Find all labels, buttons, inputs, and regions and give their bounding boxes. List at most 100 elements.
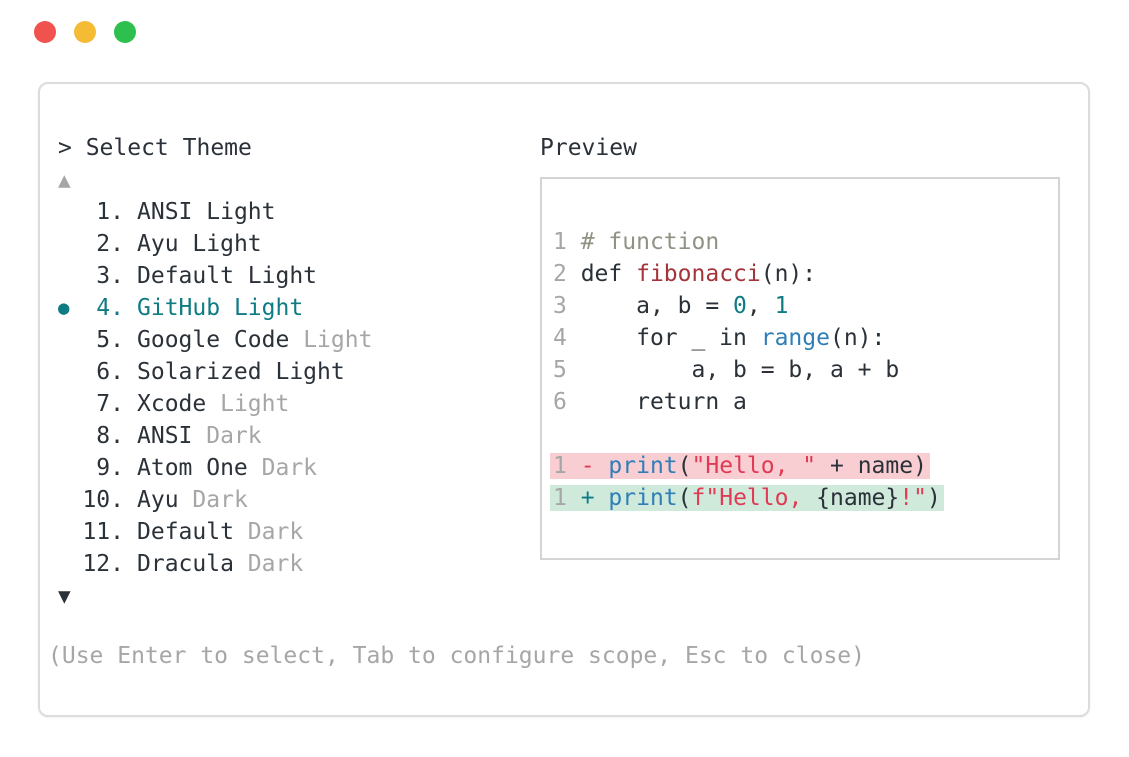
- theme-item-ayu-dark[interactable]: 10.Ayu Dark: [40, 484, 540, 516]
- selected-bullet-icon: [40, 420, 80, 452]
- theme-item-ansi-dark[interactable]: 8. ANSI Dark: [40, 420, 540, 452]
- code-line: 1 # function: [553, 226, 1058, 258]
- theme-item-ansi-light[interactable]: 1. ANSI Light: [40, 196, 540, 228]
- line-number: 4: [553, 325, 567, 351]
- scroll-up-icon[interactable]: ▲: [58, 168, 71, 192]
- item-number: 5.: [96, 327, 124, 353]
- line-number: 1: [553, 485, 567, 511]
- code-token: [567, 453, 581, 479]
- theme-item-google-code-light[interactable]: 5. Google Code Light: [40, 324, 540, 356]
- theme-item-dracula-dark[interactable]: 12. Dracula Dark: [40, 548, 540, 580]
- code-blank-line: [553, 418, 1058, 450]
- item-number: 10.: [82, 487, 124, 513]
- selected-bullet-icon: [40, 356, 80, 388]
- item-label: Dracula Dark: [137, 551, 304, 577]
- item-number: 1.: [96, 199, 124, 225]
- selected-bullet-icon: [40, 548, 80, 580]
- code-token: ): [926, 485, 941, 511]
- code-token: a, b = b, a + b: [566, 357, 900, 383]
- theme-item-github-light[interactable]: ●4.GitHub Light: [40, 292, 540, 324]
- line-number: 2: [553, 261, 567, 287]
- code-line: 2 def fibonacci(n):: [553, 258, 1058, 290]
- code-token: {name}: [816, 485, 900, 511]
- code-token: (n):: [829, 325, 886, 351]
- item-label: Atom One Dark: [137, 455, 318, 481]
- line-number: 6: [553, 389, 567, 415]
- code-token: ,: [746, 293, 775, 319]
- code-token: (: [677, 453, 692, 479]
- code-line: 3 a, b = 0, 1: [553, 290, 1058, 322]
- item-number: 11.: [82, 519, 124, 545]
- item-label: ANSI Light: [137, 199, 276, 225]
- page-title: > Select Theme: [58, 135, 252, 161]
- keyboard-hint: (Use Enter to select, Tab to configure s…: [48, 643, 865, 669]
- preview-title: Preview: [540, 135, 637, 161]
- item-label: Default Light: [137, 263, 318, 289]
- code-token: # function: [566, 229, 720, 255]
- item-number: 3.: [96, 263, 124, 289]
- window-control-close[interactable]: [34, 21, 56, 43]
- code-token: 1: [774, 293, 789, 319]
- theme-item-default-dark[interactable]: 11. Default Dark: [40, 516, 540, 548]
- line-number: 1: [553, 453, 567, 479]
- selected-bullet-icon: [40, 452, 80, 484]
- selected-bullet-icon: [40, 484, 80, 516]
- code-line: 5 a, b = b, a + b: [553, 354, 1058, 386]
- diff-added-line: 1 + print(f"Hello, {name}!"): [550, 482, 1058, 514]
- selected-bullet-icon: [40, 516, 80, 548]
- item-number: 12.: [82, 551, 124, 577]
- code-token: !": [899, 485, 927, 511]
- item-label: Default Dark: [137, 519, 304, 545]
- item-label: GitHub Light: [137, 295, 304, 321]
- theme-item-solarized-light[interactable]: 6. Solarized Light: [40, 356, 540, 388]
- item-label: ANSI Dark: [137, 423, 262, 449]
- code-token: (n):: [760, 261, 817, 287]
- selected-bullet-icon: [40, 388, 80, 420]
- item-label: Xcode Light: [137, 391, 290, 417]
- window-control-zoom[interactable]: [114, 21, 136, 43]
- theme-item-ayu-light[interactable]: 2. Ayu Light: [40, 228, 540, 260]
- item-number: 2.: [96, 231, 124, 257]
- item-label: Ayu Light: [137, 231, 262, 257]
- code-token: return a: [566, 389, 747, 415]
- theme-item-xcode-light[interactable]: 7. Xcode Light: [40, 388, 540, 420]
- theme-item-atom-one-dark[interactable]: 9. Atom One Dark: [40, 452, 540, 484]
- code-token: print: [608, 485, 678, 511]
- code-line: 6 return a: [553, 386, 1058, 418]
- diff-removed-line: 1 - print("Hello, " + name): [550, 450, 1058, 482]
- code-token: range: [760, 325, 830, 351]
- code-token: +: [580, 485, 609, 511]
- item-number: 6.: [96, 359, 124, 385]
- code-token: + name): [816, 453, 927, 479]
- theme-list: 1. ANSI Light 2. Ayu Light 3. Default Light ●4…: [40, 196, 540, 580]
- theme-selector-panel: > Select Theme ▲ 1. ANSI Light 2. Ayu Light…: [38, 82, 1090, 717]
- selected-bullet-icon: ●: [58, 297, 70, 319]
- theme-item-default-light[interactable]: 3. Default Light: [40, 260, 540, 292]
- window-controls: [34, 21, 136, 43]
- scroll-down-icon[interactable]: ▼: [58, 584, 71, 608]
- code-token: fibonacci: [636, 261, 761, 287]
- line-number: 1: [553, 229, 567, 255]
- selected-bullet-icon: [40, 260, 80, 292]
- selected-bullet-icon: [40, 324, 80, 356]
- code-token: -: [580, 453, 609, 479]
- line-number: 3: [553, 293, 567, 319]
- code-token: [567, 485, 581, 511]
- code-token: for _ in: [566, 325, 761, 351]
- code-token: def: [566, 261, 637, 287]
- item-label: Solarized Light: [137, 359, 345, 385]
- item-number: 8.: [96, 423, 124, 449]
- code-token: "Hello, ": [691, 453, 817, 479]
- item-number: 9.: [96, 455, 124, 481]
- code-line: 4 for _ in range(n):: [553, 322, 1058, 354]
- item-number: 7.: [96, 391, 124, 417]
- code-token: print: [608, 453, 678, 479]
- code-token: (: [677, 485, 692, 511]
- code-token: f"Hello,: [691, 485, 817, 511]
- window-control-minimize[interactable]: [74, 21, 96, 43]
- code-token: 0: [733, 293, 747, 319]
- selected-bullet-icon: [40, 228, 80, 260]
- item-label: Google Code Light: [137, 327, 373, 353]
